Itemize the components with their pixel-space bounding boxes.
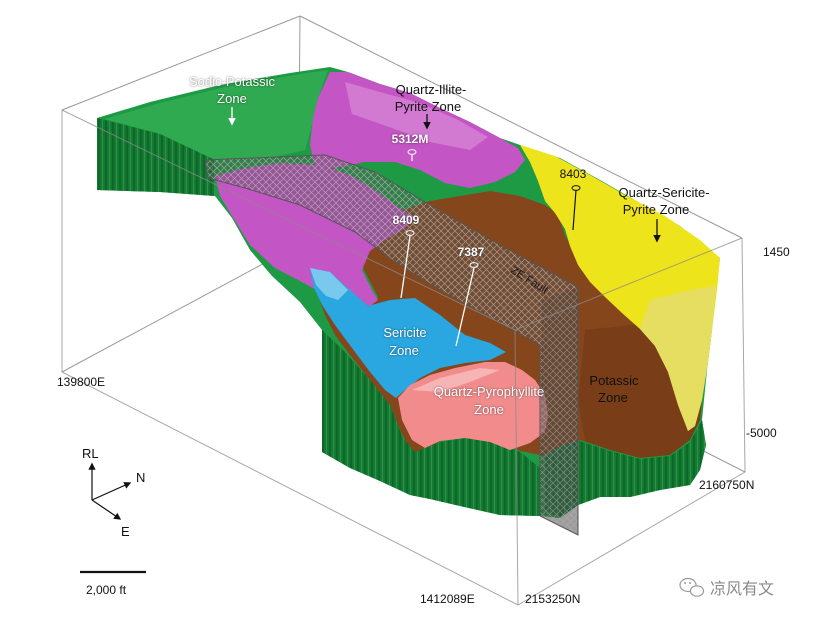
- compass-east-arrow: [91, 499, 122, 520]
- box-edge-bottom-front-left: [61, 371, 519, 606]
- watermark-text: 凉风有文: [710, 580, 774, 598]
- potassic-label-line2: Zone: [598, 390, 628, 405]
- compass-rl-label: RL: [82, 446, 99, 461]
- drill-hole-7387: 7387: [455, 245, 485, 347]
- compass-north-arrow: [91, 482, 132, 501]
- drill-hole-5312m: 5312M: [392, 132, 429, 161]
- drill-hole-8403: 8403: [560, 167, 587, 231]
- box-edge-bottom-front-right: [517, 471, 746, 606]
- quartz-pyrophyllite-label-line2: Zone: [474, 402, 504, 417]
- compass-east-label: E: [121, 524, 130, 539]
- sericite-highlight: [310, 268, 348, 300]
- drill-collar-marker: [469, 262, 479, 268]
- box-edge-front-vertical: [514, 329, 519, 606]
- box-edge-top-left: [61, 15, 301, 111]
- ze-fault-plane-shape: [204, 154, 579, 536]
- wechat-icon: [679, 577, 705, 597]
- drill-hole-label: 5312M: [392, 132, 429, 146]
- sericite-label-line2: Zone: [389, 343, 419, 358]
- drill-holes: 5312M 8403 8409 7387: [392, 132, 587, 347]
- potassic-label-line1: Potassic: [589, 373, 639, 388]
- sericite-zone-shape: [310, 268, 506, 398]
- compass: RL N E: [82, 446, 145, 539]
- quartz-sericite-pyrite-right-face: [640, 286, 716, 431]
- drill-collar-marker: [405, 230, 415, 236]
- drill-trace: [455, 267, 475, 347]
- quartz-sericite-pyrite-label-line2: Pyrite Zone: [623, 202, 689, 217]
- quartz-pyrophyllite-highlight: [412, 368, 500, 392]
- drill-hole-label: 8403: [560, 167, 587, 181]
- ze-fault-vertical-slab: [540, 287, 578, 535]
- sodic-potassic-label-line2: Zone: [217, 91, 247, 106]
- zone-labels: Sodic-Potassic Zone Quartz-Illite- Pyrit…: [189, 74, 710, 417]
- box-edge-top-front-right: [514, 237, 743, 331]
- easting-left-label: 139800E: [57, 375, 105, 389]
- sericite-label-line1: Sericite: [383, 325, 426, 340]
- scale-bar: 2,000 ft: [80, 570, 146, 597]
- quartz-illite-pyrite-highlight: [345, 82, 488, 150]
- northing-front-label: 2153250N: [525, 592, 580, 606]
- box-edge-top-back: [299, 15, 743, 239]
- compass-north-label: N: [136, 470, 145, 485]
- lower-front-striations: [322, 330, 540, 516]
- drill-hole-8409: 8409: [393, 213, 420, 299]
- right-bottom-striations: [545, 420, 706, 518]
- fault-plane: ZE Fault: [204, 154, 579, 536]
- quartz-sericite-pyrite-label-line1: Quartz-Sericite-: [618, 185, 709, 200]
- rl-top-label: 1450: [763, 245, 790, 259]
- quartz-illite-pyrite-label-line1: Quartz-Illite-: [396, 82, 467, 97]
- left-face-striations: [97, 118, 215, 196]
- bounding-box-front-edges: [61, 109, 746, 606]
- northing-right-label: 2160750N: [699, 478, 754, 492]
- box-edge-right-vertical: [741, 237, 746, 473]
- drill-hole-label: 8409: [393, 213, 420, 227]
- rl-bottom-label: -5000: [746, 426, 777, 440]
- sodic-potassic-label-line1: Sodic-Potassic: [189, 74, 275, 89]
- watermark: 凉风有文: [679, 577, 774, 598]
- sodic-potassic-top-face: [105, 70, 328, 160]
- drill-trace: [572, 189, 577, 231]
- scale-bar-label: 2,000 ft: [86, 583, 127, 597]
- easting-front-label: 1412089E: [420, 592, 475, 606]
- quartz-pyrophyllite-label-line1: Quartz-Pyrophyllite: [434, 384, 545, 399]
- box-edge-bottom-back-left: [61, 244, 299, 373]
- quartz-illite-pyrite-label-line2: Pyrite Zone: [395, 99, 461, 114]
- axis-labels: 1450 -5000 139800E 2160750N 1412089E 215…: [57, 245, 790, 606]
- box-edge-top-front-left: [61, 109, 516, 331]
- drill-hole-label: 7387: [458, 245, 485, 259]
- drill-trace: [400, 235, 411, 299]
